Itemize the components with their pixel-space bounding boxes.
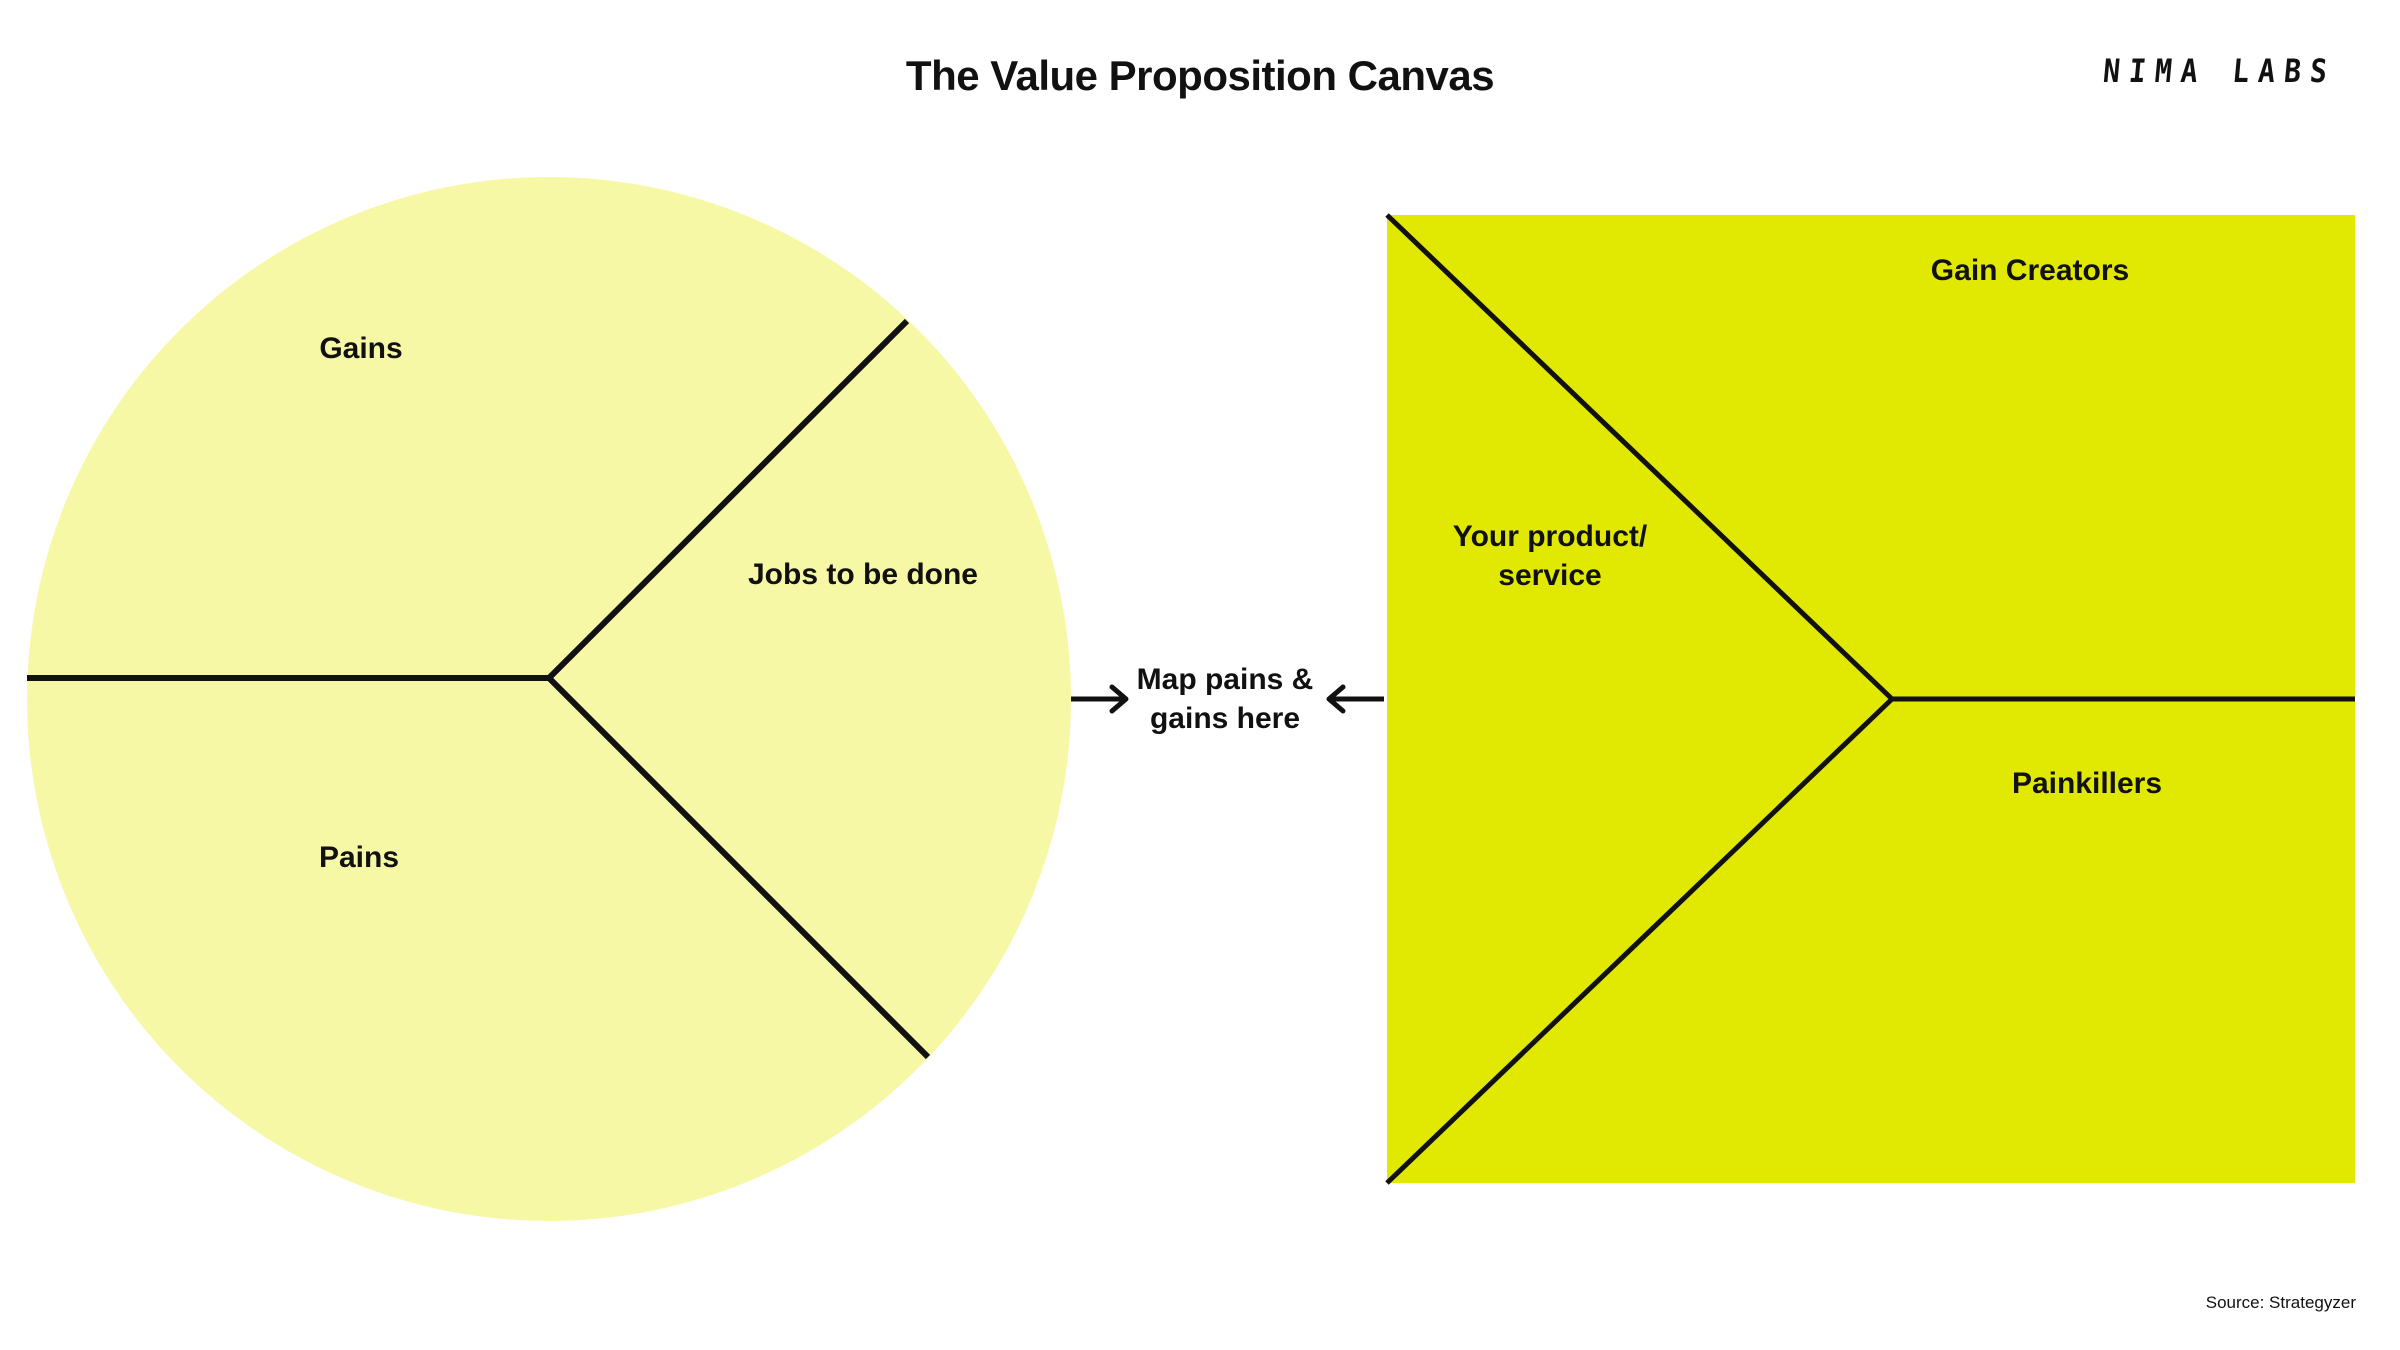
product-service-label: Your product/ service (1430, 517, 1670, 595)
painkillers-label: Painkillers (2011, 767, 2163, 800)
circle-divider-upper (546, 318, 910, 681)
product-service-line1: Your product/ (1452, 520, 1648, 553)
gain-creators-label: Gain Creators (1930, 254, 2130, 287)
map-pains-gains-line2: gains here (1149, 702, 1301, 735)
square-divider-upper (1385, 213, 1894, 701)
map-pains-gains-line1: Map pains & (1136, 663, 1314, 696)
customer-profile-circle (27, 177, 1071, 1221)
square-divider-lower (1385, 697, 1894, 1185)
jobs-label: Jobs to be done (747, 558, 978, 591)
pains-label: Pains (318, 841, 400, 874)
page-title: The Value Proposition Canvas (905, 52, 1495, 99)
arrow-right-icon (1071, 684, 1129, 714)
gains-label: Gains (319, 332, 403, 365)
source-note: Source: Strategyzer (2205, 1293, 2356, 1312)
arrow-left-icon (1326, 684, 1384, 714)
map-pains-gains-label: Map pains & gains here (1125, 660, 1325, 738)
product-service-line2: service (1498, 559, 1602, 592)
circle-divider-lower (546, 675, 931, 1060)
